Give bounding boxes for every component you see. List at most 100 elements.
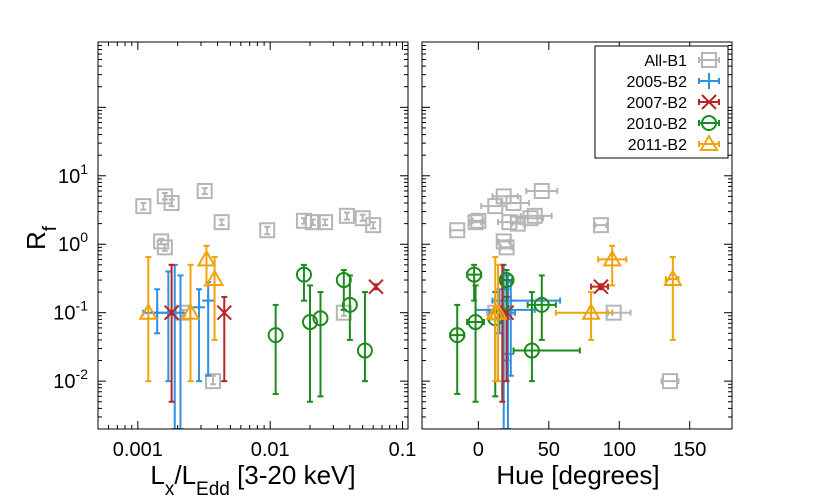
ytick-exponent: 1: [80, 161, 88, 177]
right-All-B1-point-8-marker: [526, 207, 543, 224]
right-xtick-0-label: 0: [473, 439, 484, 461]
left-All-B1-point-6-marker: [196, 182, 213, 199]
right-x-ticks: 0 50 100 150: [473, 42, 706, 461]
right-All-B1-point-11-marker: [495, 233, 512, 250]
right-xtick-150-label: 150: [673, 439, 706, 461]
left-All-B1-point-2-marker: [156, 239, 173, 256]
left-All-B1-point-1-marker: [153, 233, 170, 250]
left-xtick-0.1-label: 0.1: [389, 439, 417, 461]
right-2011-B2-point-2-marker: [602, 249, 622, 267]
left-2010-B2-point-1-errorbars: [300, 263, 307, 302]
right-2011-B2-point-1-marker: [488, 302, 508, 320]
legend-label-2010-B2: 2010-B2: [627, 116, 688, 133]
left-2010-B2-point-2-marker: [302, 314, 319, 331]
left-2010-B2-point-5-errorbars: [346, 274, 353, 341]
right-All-B1-point-6-marker: [505, 195, 522, 212]
left-All-B1-point-12-marker: [317, 214, 334, 231]
left-2010-B2-point-2-errorbars: [307, 284, 314, 403]
right-All-B1-point-13-errorbars: [594, 222, 608, 229]
ylabel-main: R: [21, 231, 51, 250]
left-All-B1-point-7-marker: [205, 373, 222, 390]
right-All-B1-point-0-errorbars: [449, 227, 466, 234]
right-All-B1-point-6-errorbars: [499, 200, 531, 207]
right-xtick-100-label: 100: [603, 439, 636, 461]
right-2010-B2-point-3-errorbars: [499, 269, 514, 311]
left-series-2005-B2: [142, 263, 215, 429]
right-2011-B2-point-1-errorbars: [495, 263, 502, 383]
legend-entry-2005-B2: 2005-B2: [627, 73, 720, 91]
right-2011-B2-point-3-marker: [581, 302, 601, 320]
legend-entry-2011-B2: 2011-B2: [628, 133, 720, 154]
right-All-B1-point-16-marker: [662, 373, 678, 390]
left-xtick-0.01-label: 0.01: [251, 439, 290, 461]
right-series-group: [449, 182, 683, 429]
left-2011-B2-point-1-marker: [180, 302, 201, 320]
left-series-2011-B2: [138, 244, 225, 383]
right-All-B1-point-3-marker: [487, 198, 504, 215]
ytick-label--1: 10-1: [53, 298, 88, 325]
left-2010-B2-point-1-marker: [295, 266, 312, 283]
left-2011-B2-point-2-marker: [196, 249, 217, 267]
right-xtick-50-label: 50: [538, 439, 560, 461]
left-All-B1-point-16-errorbars: [370, 221, 377, 230]
xlabel-main: L: [150, 460, 164, 490]
xlabel-tail: [3-20 keV]: [230, 460, 356, 490]
left-2010-B2-point-5-marker: [341, 296, 358, 313]
left-All-B1-point-2-errorbars: [161, 243, 168, 252]
xlabel-sub2: Edd: [196, 479, 230, 498]
left-All-B1-point-10-marker: [295, 212, 312, 229]
y-axis-title: Rf: [21, 225, 61, 250]
left-2007-B2-point-1-marker: [216, 304, 232, 321]
left-2010-B2-point-3-marker: [312, 310, 329, 327]
legend-entry-2010-B2: 2010-B2: [627, 115, 720, 133]
right-2010-B2-point-5-errorbars: [512, 291, 581, 383]
right-2005-B2-point-3-marker: [501, 347, 514, 360]
right-All-B1-point-12-marker: [498, 239, 515, 256]
right-All-B1-point-0-marker: [449, 222, 466, 239]
left-All-B1-point-12-errorbars: [322, 218, 329, 227]
left-2010-B2-point-3-errorbars: [317, 291, 324, 398]
right-2011-B2-point-3-errorbars: [554, 291, 614, 341]
left-xtick-0.001-label: 0.001: [113, 439, 163, 461]
legend-label-2011-B2: 2011-B2: [628, 137, 687, 154]
left-series-2007-B2: [163, 263, 384, 403]
right-series-2010-B2: [449, 263, 581, 403]
ytick-base: 10: [58, 166, 80, 188]
right-2010-B2-point-2-marker: [467, 314, 484, 331]
left-All-B1-point-4-errorbars: [168, 198, 175, 208]
right-plot-frame: [421, 41, 733, 430]
legend-label-2005-B2: 2005-B2: [627, 74, 688, 91]
xlabel-sub1: x: [165, 479, 175, 498]
left-All-B1-point-9-marker: [259, 222, 276, 239]
ytick-base: 10: [53, 303, 75, 325]
left-2010-B2-point-6-marker: [356, 342, 373, 359]
left-x-ticks: 0.001 0.01 0.1: [97, 42, 417, 461]
right-2010-B2-point-3-marker: [498, 272, 515, 289]
right-series-2011-B2: [485, 244, 683, 383]
legend-errorbar-2011-B2: [698, 141, 720, 147]
left-plot-area: [135, 182, 384, 429]
left-2007-B2-point-1-errorbars: [221, 295, 228, 383]
right-All-B1-point-9-errorbars: [525, 187, 559, 194]
legend-entry-2007-B2: 2007-B2: [627, 94, 720, 112]
legend-marker-2007-B2: [701, 94, 717, 110]
left-series-2010-B2: [267, 263, 373, 403]
left-All-B1-point-11-marker: [304, 214, 321, 231]
right-2011-B2-point-4-marker: [663, 269, 683, 287]
ytick-base: 10: [58, 234, 80, 256]
legend-marker-All-B1: [701, 52, 717, 68]
left-2005-B2-point-1-errorbars: [165, 270, 172, 383]
left-All-B1-point-16-marker: [365, 217, 382, 234]
left-2010-B2-point-0-marker: [267, 327, 284, 344]
right-plot-area: [449, 182, 683, 429]
left-series-group: [135, 182, 384, 429]
right-All-B1-point-2-errorbars: [471, 217, 485, 224]
right-series-2005-B2: [474, 263, 562, 429]
left-2007-B2-point-0-marker: [163, 304, 180, 321]
right-All-B1-point-2-marker: [470, 212, 487, 229]
left-All-B1-point-7-errorbars: [210, 374, 217, 386]
left-2011-B2-point-1-errorbars: [187, 263, 194, 383]
ytick-exponent: -1: [76, 298, 89, 314]
